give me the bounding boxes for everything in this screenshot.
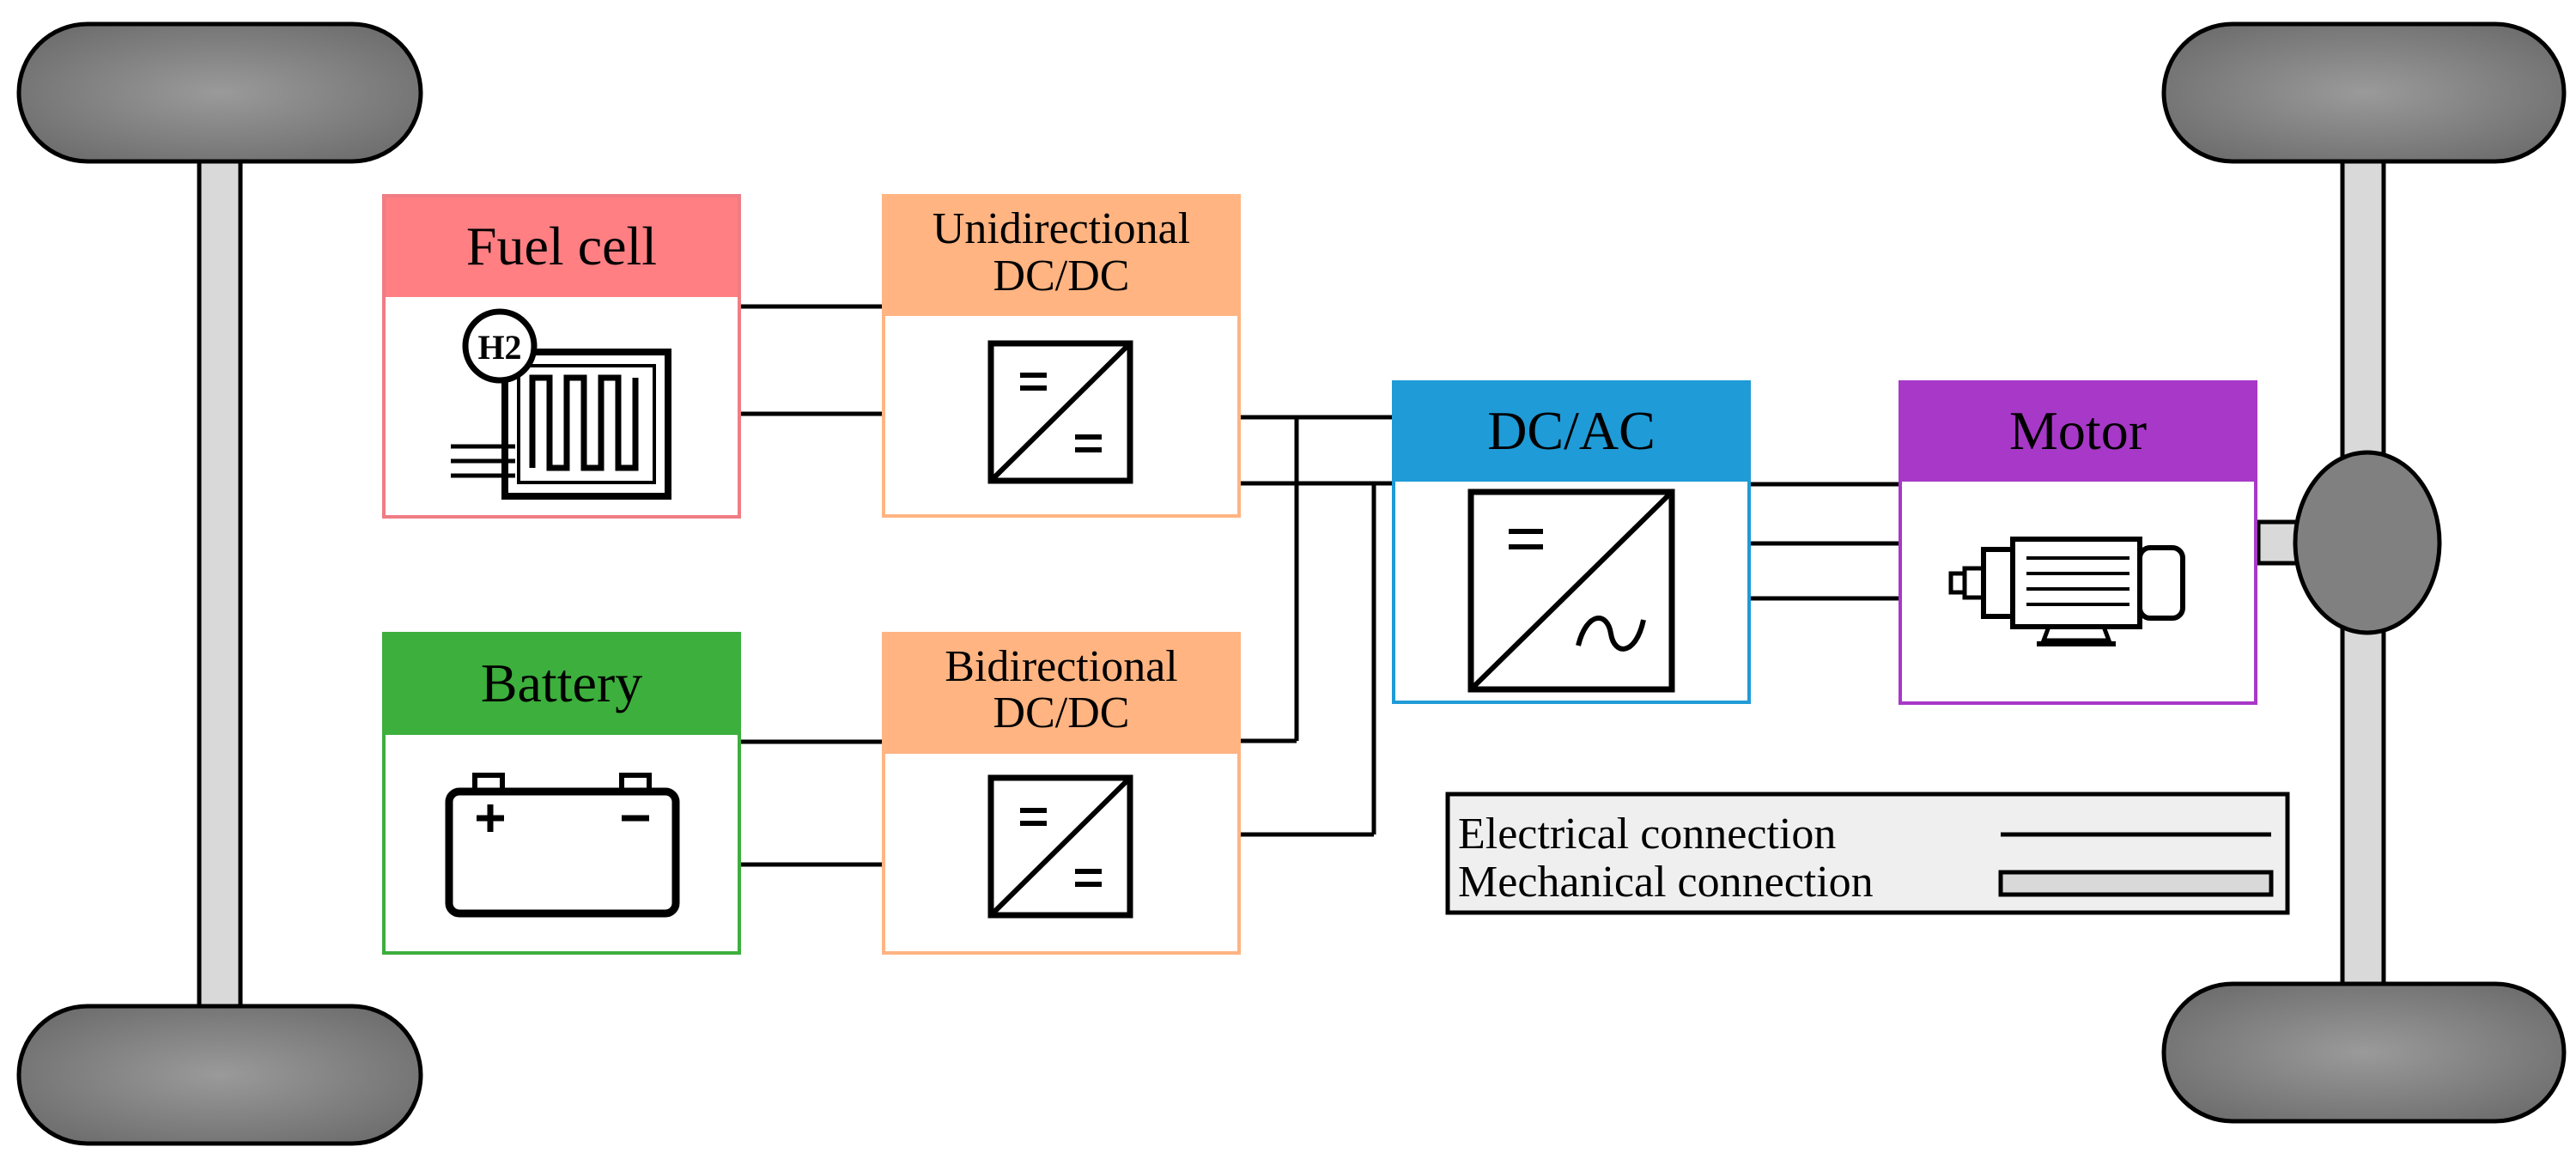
legend: Electrical connection Mechanical connect… [1445,792,2290,915]
electric-motor-icon [1948,537,2185,646]
bidirectional-dcdc-title-line2: DC/DC [993,689,1130,737]
motor-frame [1899,380,2257,705]
bidirectional-dcdc-block: Bidirectional DC/DC [882,632,1241,955]
motor-header [1900,382,2256,482]
dcac-header [1394,382,1749,482]
battery-frame [382,632,741,955]
motor-title: Motor [2009,400,2147,461]
wheel-front-right [2161,21,2567,164]
bidirectional-dcdc-header [884,634,1239,754]
fuel-cell-block: Fuel cell H2 [382,194,741,519]
unidirectional-dcdc-title-line1: Unidirectional [933,204,1190,253]
fuel-cell-h2-icon: H2 [451,308,671,500]
legend-electrical-label: Electrical connection [1458,810,1836,859]
wheel-rear-left [16,1004,423,1146]
battery-header [384,634,739,735]
battery-icon [445,773,680,918]
left-axle [197,152,243,1016]
dcac-frame [1392,380,1751,704]
h2-label: H2 [477,328,521,367]
motor-block: Motor [1899,380,2257,705]
dcac-inverter-block: DC/AC [1392,380,1751,704]
dc-dc-converter-icon [987,340,1133,484]
dc-ac-inverter-icon [1467,488,1675,693]
battery-block: Battery [382,632,741,955]
dcac-title: DC/AC [1487,400,1656,461]
fuel-cell-frame [382,194,741,519]
wheel-rear-right [2161,981,2567,1124]
battery-title: Battery [481,652,642,713]
wheel-front-left [16,21,423,164]
legend-mechanical-swatch [1998,870,2274,897]
unidirectional-dcdc-frame [882,194,1241,518]
unidirectional-dcdc-title-line2: DC/DC [993,252,1130,300]
bidirectional-dcdc-frame [882,632,1241,955]
fuel-cell-title: Fuel cell [466,215,657,276]
unidirectional-dcdc-block: Unidirectional DC/DC [882,194,1241,518]
electrical-wires [741,304,1899,867]
fuel-cell-header [384,196,739,297]
legend-mechanical-label: Mechanical connection [1458,858,1874,907]
dc-dc-converter-icon [987,774,1133,919]
bidirectional-dcdc-title-line1: Bidirectional [945,642,1177,691]
differential [2293,450,2442,635]
unidirectional-dcdc-header [884,196,1239,316]
